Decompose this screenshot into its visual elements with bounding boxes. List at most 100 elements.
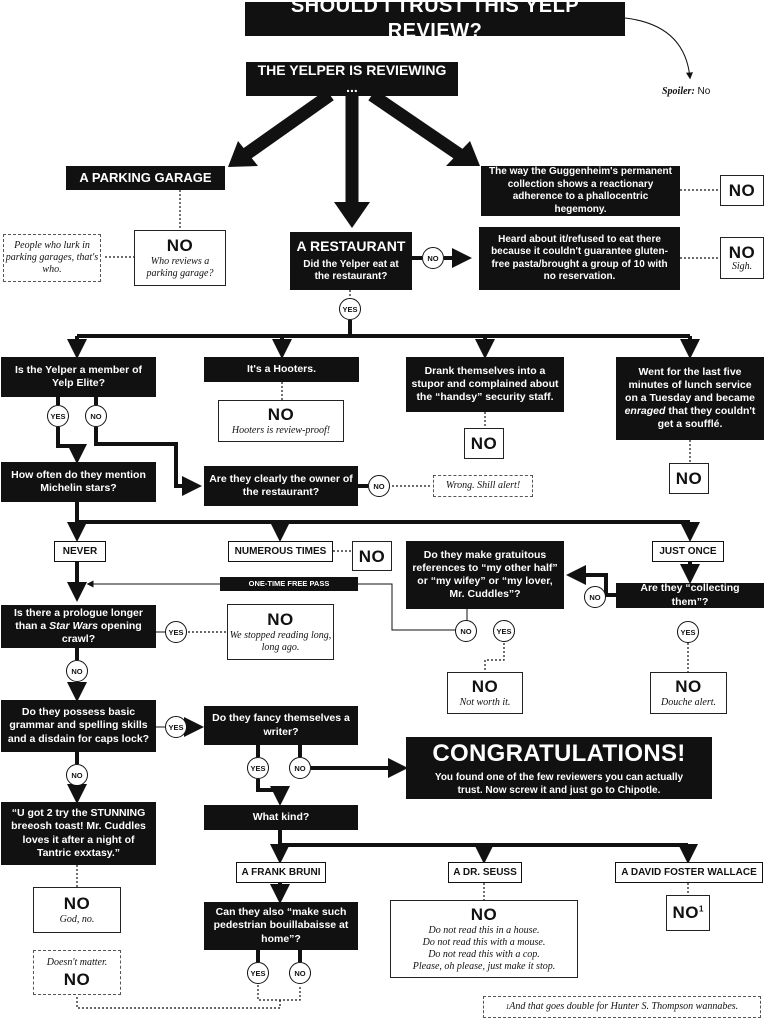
what-kind-question: What kind?: [204, 805, 358, 830]
hooters-option: It's a Hooters.: [204, 357, 359, 382]
elite-yes-circle: YES: [47, 405, 69, 427]
lunch-no: NO: [675, 469, 703, 488]
stupor-option: Drank themselves into a stupor and compl…: [406, 357, 564, 412]
parking-caption: Who reviews a parking garage?: [146, 255, 214, 279]
seuss-line-3: Do not read this with a cop.: [428, 948, 540, 960]
frank-bruni-label: A FRANK BRUNI: [236, 862, 326, 883]
elite-no-circle: NO: [85, 405, 107, 427]
guggenheim-no-box: NO: [720, 175, 764, 206]
dr-seuss-label: A DR. SEUSS: [448, 862, 522, 883]
doesnt-matter-box: Doesn't matter. NO: [33, 950, 121, 995]
guggenheim-no: NO: [728, 181, 756, 200]
grammar-no-circle: NO: [66, 764, 88, 786]
god-no: NO: [63, 893, 91, 913]
heard-no-box: NO Sigh.: [720, 237, 764, 279]
parking-no-box: NO Who reviews a parking garage?: [134, 230, 226, 286]
restaurant-option: A RESTAURANT Did the Yelper eat at the r…: [290, 232, 412, 290]
writer-no-circle: NO: [289, 757, 311, 779]
footnote-mark: 1: [505, 1002, 510, 1011]
reviewing-box: THE YELPER IS REVIEWING ...: [246, 62, 458, 96]
stupor-no: NO: [470, 434, 498, 453]
collecting-question: Are they “collecting them”?: [616, 582, 764, 608]
bouillabaisse-question: Can they also “make such pedestrian boui…: [204, 902, 358, 950]
dr-seuss-no-box: NO Do not read this in a house. Do not r…: [390, 900, 578, 978]
gratuitous-question: Do they make gratuitous references to “m…: [406, 541, 564, 609]
congratulations-text: You found one of the few reviewers you c…: [434, 772, 684, 796]
douche-alert-caption: Douche alert.: [661, 696, 716, 708]
bouillabaisse-no-circle: NO: [289, 962, 311, 984]
congratulations-box: CONGRATULATIONS! You found one of the fe…: [406, 737, 712, 799]
stopped-reading-caption: We stopped reading long, long ago.: [229, 629, 332, 653]
douche-alert-box: NO Douche alert.: [650, 672, 727, 714]
seuss-line-4: Please, oh please, just make it stop.: [412, 960, 556, 972]
parking-aside-box: People who lurk in parking garages, that…: [3, 234, 101, 282]
spoiler-note: Spoiler: No: [662, 86, 710, 97]
never-label: NEVER: [54, 541, 106, 562]
page-title: SHOULD I TRUST THIS YELP REVIEW?: [245, 0, 625, 42]
just-once-label: JUST ONCE: [652, 541, 724, 562]
lunch-no-box: NO: [669, 463, 709, 494]
doesnt-matter-no: NO: [63, 970, 91, 989]
god-no-box: NO God, no.: [33, 887, 121, 933]
hooters-no: NO: [267, 404, 295, 424]
numerous-no: NO: [358, 546, 386, 566]
heard-about-option: Heard about it/refused to eat there beca…: [479, 227, 680, 290]
footnote-box: 1 And that goes double for Hunter S. Tho…: [483, 996, 761, 1018]
doesnt-matter-caption: Doesn't matter.: [46, 957, 108, 968]
heard-caption: Sigh.: [731, 260, 753, 272]
collecting-no-circle: NO: [584, 586, 606, 608]
prologue-text-em: Star Wars: [49, 619, 98, 632]
grammar-question: Do they possess basic grammar and spelli…: [1, 700, 156, 752]
lunch-text-a: Went for the last five minutes of lunch …: [625, 365, 755, 404]
owner-question: Are they clearly the owner of the restau…: [204, 466, 358, 506]
grammar-yes-circle: YES: [165, 716, 187, 738]
dfw-no: NO: [672, 902, 700, 922]
writer-yes-circle: YES: [247, 757, 269, 779]
restaurant-question: Did the Yelper eat at the restaurant?: [303, 258, 399, 283]
not-worth-it-no: NO: [471, 676, 499, 696]
parking-aside: People who lurk in parking garages, that…: [5, 240, 99, 275]
free-pass-label: ONE-TIME FREE PASS: [220, 577, 358, 591]
stopped-reading-no: NO: [267, 609, 294, 629]
hooters-caption: Hooters is review-proof!: [231, 424, 331, 436]
stupor-no-box: NO: [464, 428, 504, 459]
prologue-yes-circle: YES: [165, 621, 187, 643]
seuss-line-1: Do not read this in a house.: [428, 924, 540, 936]
restaurant-no-circle: NO: [422, 247, 444, 269]
toast-quote: “U got 2 try the STUNNING breeosh toast!…: [1, 802, 156, 865]
david-foster-wallace-label: A DAVID FOSTER WALLACE: [615, 862, 763, 883]
bouillabaisse-yes-circle: YES: [247, 962, 269, 984]
restaurant-yes-circle: YES: [339, 298, 361, 320]
not-worth-it-box: NO Not worth it.: [447, 672, 523, 714]
stopped-reading-box: NO We stopped reading long, long ago.: [227, 604, 334, 660]
gratuitous-yes-circle: YES: [493, 620, 515, 642]
spoiler-value: No: [694, 86, 711, 97]
owner-no-circle: NO: [368, 475, 390, 497]
michelin-question: How often do they mention Michelin stars…: [1, 462, 156, 502]
dfw-no-wrap: NO1: [673, 904, 704, 923]
spoiler-label: Spoiler:: [662, 86, 695, 97]
guggenheim-option: The way the Guggenheim's permanent colle…: [481, 166, 680, 216]
heard-no: NO: [728, 242, 756, 262]
god-no-caption: God, no.: [59, 913, 95, 925]
hooters-no-box: NO Hooters is review-proof!: [218, 400, 344, 442]
not-worth-it-caption: Not worth it.: [459, 696, 511, 708]
lunch-option: Went for the last five minutes of lunch …: [616, 357, 764, 440]
gratuitous-no-circle: NO: [455, 620, 477, 642]
prologue-no-circle: NO: [66, 660, 88, 682]
numerous-no-box: NO: [352, 541, 392, 571]
dfw-no-box: NO1: [666, 895, 710, 931]
douche-alert-no: NO: [675, 676, 702, 696]
prologue-question: Is there a prologue longer than a Star W…: [1, 605, 156, 648]
prologue-text-a: Is there a prologue longer than a: [14, 606, 143, 632]
footnote-text: And that goes double for Hunter S. Thomp…: [509, 1001, 739, 1012]
numerous-times-label: NUMEROUS TIMES: [228, 541, 333, 562]
collecting-yes-circle: YES: [677, 621, 699, 643]
parking-no: NO: [166, 235, 194, 255]
prologue-text-b: opening crawl?: [61, 619, 142, 646]
congratulations-title: CONGRATULATIONS!: [432, 740, 686, 767]
writer-question: Do they fancy themselves a writer?: [204, 706, 358, 745]
lunch-text-b: that they couldn't get a soufflé.: [657, 405, 756, 431]
yelp-elite-question: Is the Yelper a member of Yelp Elite?: [1, 357, 156, 397]
